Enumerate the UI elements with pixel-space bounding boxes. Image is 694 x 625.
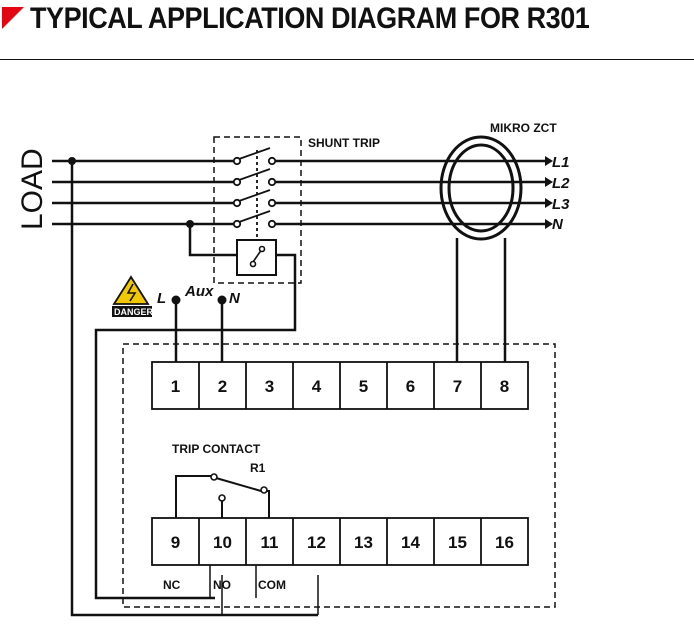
zct-ring-inner: [447, 143, 515, 233]
supply-leads: [174, 300, 224, 362]
output-leads: [209, 565, 319, 615]
bottom-terminal-strip: [151, 517, 529, 566]
terminal-14: 14: [401, 533, 420, 552]
zct-ring-outer: [439, 135, 523, 241]
terminal-1: 1: [171, 377, 180, 396]
terminal-8: 8: [500, 377, 509, 396]
trip-contact-points: [210, 473, 268, 502]
contact-label-no: NO: [213, 578, 231, 592]
terminal-6: 6: [406, 377, 415, 396]
top-terminal-strip: [151, 361, 529, 410]
terminal-5: 5: [359, 377, 368, 396]
terminal-16: 16: [495, 533, 514, 552]
header: TYPICAL APPLICATION DIAGRAM FOR R301: [0, 0, 694, 62]
shunt-trip-box: [213, 136, 302, 284]
supply-label-aux: Aux: [184, 283, 214, 300]
header-divider: [0, 59, 694, 60]
terminal-12: 12: [307, 533, 326, 552]
terminal-9: 9: [171, 533, 180, 552]
danger-warning-icon: DANGER: [112, 275, 154, 317]
terminal-2: 2: [218, 377, 227, 396]
supply-label-n: N: [229, 290, 241, 307]
terminal-3: 3: [265, 377, 274, 396]
relay-label: R1: [250, 461, 266, 475]
line-arrows: [545, 156, 553, 229]
supply-label-l: L: [157, 290, 166, 307]
trip-coil-switch: [249, 245, 266, 268]
zct-leads: [455, 238, 507, 362]
supply-lines: [52, 159, 545, 226]
terminal-4: 4: [312, 377, 322, 396]
junction-dots: [68, 157, 194, 228]
contact-label-nc: NC: [163, 578, 181, 592]
coil-wiring: [70, 161, 318, 617]
shunt-trip-label: SHUNT TRIP: [308, 136, 380, 150]
terminal-15: 15: [448, 533, 467, 552]
line-label-n: N: [552, 216, 564, 233]
contact-label-com: COM: [258, 578, 286, 592]
red-flag-icon: [2, 7, 24, 29]
trip-contact-label: TRIP CONTACT: [172, 442, 261, 456]
zct-label: MIKRO ZCT: [490, 121, 557, 135]
relay-enclosure: [122, 343, 556, 608]
terminal-10: 10: [213, 533, 232, 552]
danger-label: DANGER: [114, 307, 154, 317]
terminal-11: 11: [261, 533, 279, 552]
trip-contact-switch: [175, 475, 270, 518]
breaker-contacts: [232, 147, 277, 240]
page-title: TYPICAL APPLICATION DIAGRAM FOR R301: [30, 2, 590, 35]
load-label: LOAD: [16, 148, 49, 230]
line-label-l2: L2: [552, 175, 570, 192]
line-label-l1: L1: [552, 154, 570, 171]
terminal-13: 13: [354, 533, 373, 552]
line-label-l3: L3: [552, 196, 570, 213]
supply-lead-dots: [171, 295, 227, 305]
terminal-7: 7: [453, 377, 462, 396]
